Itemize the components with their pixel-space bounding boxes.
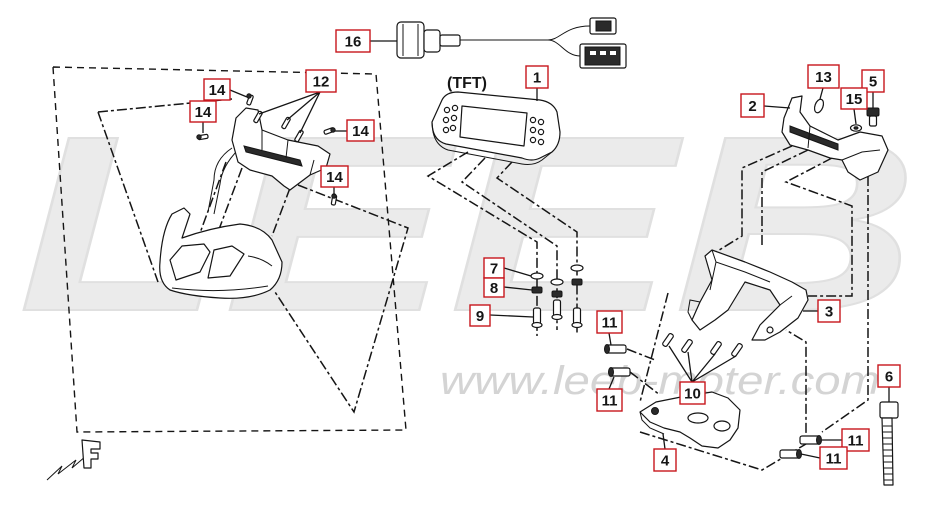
- callout-11: 11: [841, 428, 870, 452]
- callout-label: 12: [313, 74, 330, 91]
- callout-label: 4: [661, 453, 670, 470]
- leader-line-15: [853, 108, 857, 125]
- part-9-bolts: [531, 299, 583, 329]
- leader-line-11: [608, 332, 612, 346]
- tft-buttons-right: [529, 116, 545, 146]
- part-1-tft-display: [431, 91, 561, 165]
- callout-label: 2: [748, 98, 756, 115]
- tft-mount-guide-lines: [426, 151, 578, 336]
- headlight-lens-right: [207, 245, 245, 279]
- callout-label: 9: [476, 308, 484, 325]
- callout-label: 1: [533, 70, 541, 87]
- callout-label: 13: [815, 69, 832, 86]
- fairing-stay: [207, 147, 239, 215]
- callout-label: 14: [326, 169, 343, 186]
- tft-buttons-left: [442, 104, 459, 134]
- callout-label: 14: [195, 104, 212, 121]
- callout-9: 9: [469, 304, 491, 327]
- part-11-bolt: [799, 435, 822, 445]
- part-11-bolt: [608, 367, 631, 377]
- leader-line-9: [489, 314, 534, 318]
- callout-5: 5: [861, 69, 885, 93]
- part-14-screw: [196, 133, 209, 141]
- tft-screen: [459, 105, 528, 147]
- part-11-bolts: [604, 344, 822, 459]
- part-7-washers: [530, 264, 584, 286]
- callout-4: 4: [653, 448, 677, 472]
- front-fairing-assembly: [52, 66, 409, 433]
- assembly-frame-outline: [52, 66, 407, 433]
- leader-line-7: [503, 267, 532, 277]
- part-2-upper-mount: [781, 95, 889, 181]
- part-16-harness: [396, 17, 627, 69]
- callout-3: 3: [817, 299, 841, 323]
- callout-11: 11: [819, 446, 848, 470]
- part-13-ring: [813, 98, 825, 114]
- callout-1: 1: [525, 65, 549, 89]
- leader-line-2: [763, 105, 791, 109]
- part-8-nuts: [531, 278, 583, 298]
- callout-11: 11: [596, 310, 623, 334]
- part-14-screws: [196, 93, 338, 206]
- direction-icon: [46, 439, 101, 481]
- leader-lines: [202, 40, 890, 459]
- headlight-cowl: [159, 207, 283, 299]
- part-11-bolt: [604, 344, 627, 354]
- part-14-screw: [330, 193, 338, 206]
- callout-7: 7: [483, 257, 505, 279]
- assembly-guide-lines: [195, 161, 291, 245]
- part-5-bolt: [866, 107, 880, 127]
- callout-label: 10: [684, 386, 701, 403]
- part-11-bolt: [779, 449, 802, 459]
- leader-line-14: [229, 89, 248, 98]
- callout-16: 16: [335, 29, 371, 53]
- callout-11: 11: [596, 388, 623, 412]
- callout-label: 15: [846, 91, 863, 108]
- callout-label: 6: [885, 369, 893, 386]
- callout-label: 11: [602, 315, 618, 332]
- callout-10: 10: [679, 381, 706, 405]
- callout-label: 14: [209, 82, 226, 99]
- watermark-url: www.leeb-moter.com: [440, 359, 880, 403]
- callout-14: 14: [203, 78, 231, 101]
- leader-line-13: [819, 87, 824, 100]
- callout-label: 11: [826, 451, 842, 468]
- leader-line-4: [662, 433, 666, 450]
- callout-8: 8: [483, 277, 505, 298]
- callout-14: 14: [320, 165, 349, 188]
- windshield-outline: [97, 98, 409, 414]
- leader-line-11: [608, 376, 615, 390]
- callout-label: 11: [848, 433, 864, 450]
- part-14-screw: [246, 93, 254, 106]
- callout-14: 14: [189, 100, 217, 123]
- callout-13: 13: [807, 64, 840, 89]
- callout-15: 15: [840, 87, 868, 110]
- callout-label: 14: [352, 123, 369, 140]
- part-10-bolts: [662, 333, 743, 357]
- headlight-lens-left: [169, 243, 211, 281]
- callout-label: 3: [825, 304, 833, 321]
- part-3-bracket: [687, 249, 809, 341]
- leader-line-11: [800, 453, 821, 459]
- part-14-screw: [323, 127, 336, 135]
- callouts: 16 1 13 5 2 15 14 14 14 14 12 7 8 9 11 1…: [189, 29, 901, 472]
- callout-label: 16: [345, 34, 362, 51]
- callout-6: 6: [877, 364, 901, 388]
- callout-label: 7: [490, 261, 498, 278]
- callout-12: 12: [305, 69, 337, 93]
- leader-line-8: [503, 286, 533, 291]
- callout-label: 5: [869, 74, 877, 91]
- leader-line-10: [668, 345, 737, 383]
- callout-2: 2: [740, 93, 765, 118]
- callout-14: 14: [346, 119, 375, 142]
- upper-cowl-bracket: [231, 107, 331, 191]
- part-6-cable-tie: [879, 401, 899, 486]
- leader-line-12: [258, 91, 321, 134]
- part-15-washer: [849, 124, 863, 132]
- callout-label: 8: [490, 280, 498, 297]
- callout-label: 11: [602, 393, 618, 410]
- tft-label: (TFT): [447, 75, 487, 92]
